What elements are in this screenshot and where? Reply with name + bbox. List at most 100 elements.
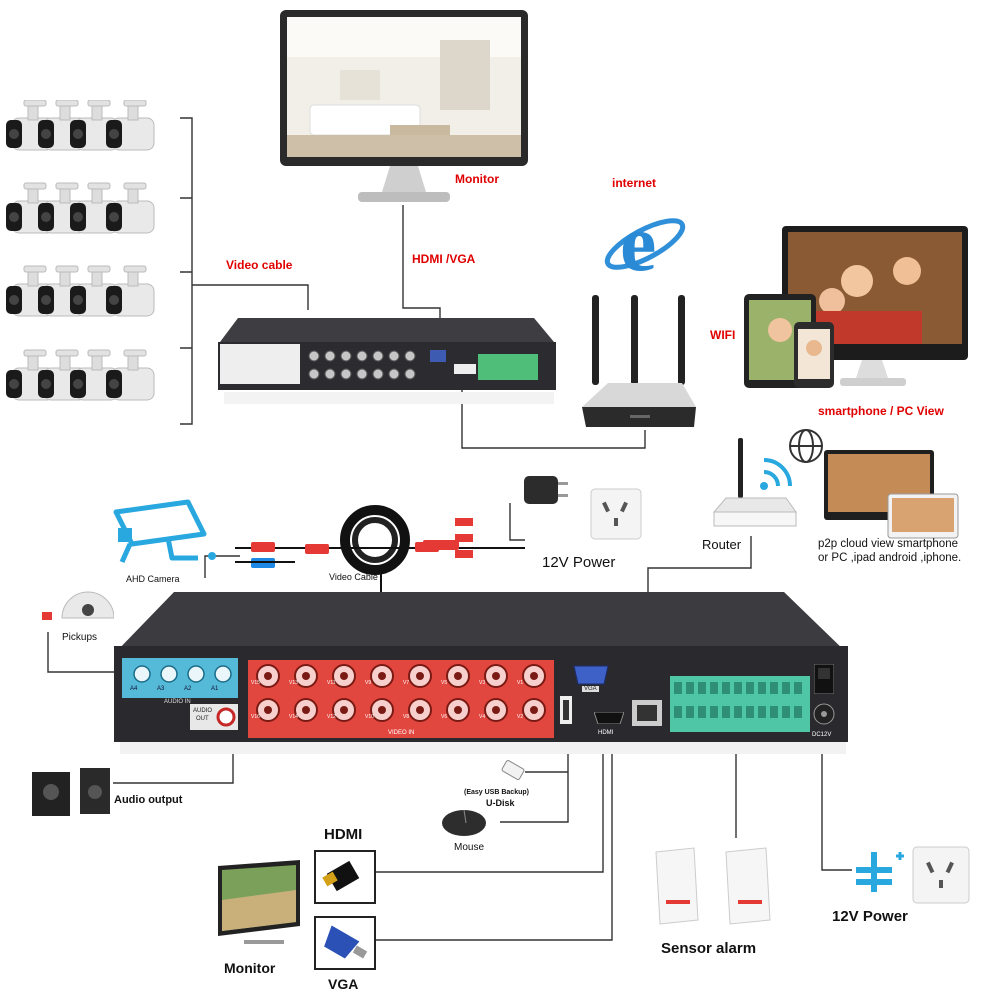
audio-out-jack xyxy=(216,707,236,727)
bnc-center-pin xyxy=(530,706,538,714)
ahd-camera-label: AHD Camera xyxy=(126,574,180,584)
power-switch-icon xyxy=(814,664,834,694)
pir-sensor-icon xyxy=(655,847,771,925)
audio-out-box: AUDIO OUT xyxy=(190,704,238,730)
internet-label: internet xyxy=(612,176,657,190)
power-12v-label-top: 12V Power xyxy=(542,554,616,571)
internet-explorer-icon: e xyxy=(604,198,686,288)
power-line xyxy=(821,722,852,871)
monitor-icon xyxy=(280,10,528,202)
audio-output-label: Audio output xyxy=(114,794,183,806)
smartphone-pc-view-label: smartphone / PC View xyxy=(818,404,944,418)
hdmi-port-label: HDMI xyxy=(598,730,614,736)
dc-jack-icon xyxy=(813,703,835,725)
vga-port-icon xyxy=(573,665,609,685)
hdmi-line xyxy=(375,738,604,873)
bnc-channel-label: V13 xyxy=(289,680,298,686)
bnc-center-pin xyxy=(492,706,500,714)
bnc-center-pin xyxy=(378,706,386,714)
bnc-center-pin xyxy=(454,672,462,680)
ahd-camera-icon xyxy=(113,499,216,564)
bnc-channel-label: V3 xyxy=(479,680,485,686)
monitor-label-top: Monitor xyxy=(455,172,499,186)
bnc-channel-label: V11 xyxy=(327,680,336,686)
svg-text:e: e xyxy=(620,198,656,288)
wifi-signal-icon xyxy=(760,429,823,490)
bnc-center-pin xyxy=(340,706,348,714)
bnc-channel-label: V4 xyxy=(479,714,485,720)
speakers-icon xyxy=(32,768,110,816)
bnc-center-pin xyxy=(530,672,538,680)
video-in-label: VIDEO IN xyxy=(388,730,415,736)
bnc-center-pin xyxy=(302,672,310,680)
audio-in-panel: A4 A3 A2 A1 xyxy=(122,658,238,698)
vga-cable-icon xyxy=(324,925,368,959)
bnc-center-pin xyxy=(378,672,386,680)
mouse-line xyxy=(500,735,569,823)
vga-cable-box xyxy=(314,916,376,970)
p2p-text-line1: p2p cloud view smartphone xyxy=(818,538,958,550)
hdmi-vga-label-top: HDMI /VGA xyxy=(412,252,476,266)
wifi-label: WIFI xyxy=(710,328,736,342)
bnc-center-pin xyxy=(416,706,424,714)
pickup-microphone-icon xyxy=(42,591,114,620)
sensor-alarm-label: Sensor alarm xyxy=(661,940,757,957)
bnc-center-pin xyxy=(264,706,272,714)
dc12v-label: DC12V xyxy=(812,732,832,738)
bnc-channel-label: V9 xyxy=(365,680,371,686)
bnc-channel-label: V6 xyxy=(441,714,447,720)
camera-bracket-line xyxy=(180,117,193,425)
vga-port-label: VGA xyxy=(582,686,599,692)
bnc-channel-label: V16 xyxy=(251,714,260,720)
bnc-channel-label: V12 xyxy=(327,714,336,720)
bullet-cameras-icon xyxy=(6,100,155,401)
usb-flash-drive-icon xyxy=(501,760,525,780)
video-cable-label-bottom: Video Cable xyxy=(329,572,378,582)
bnc-channel-label: V15 xyxy=(251,680,260,686)
bnc-channel-label: V7 xyxy=(403,680,409,686)
bnc-channel-label: V8 xyxy=(403,714,409,720)
bnc-center-pin xyxy=(454,706,462,714)
router-label: Router xyxy=(702,537,742,552)
vga-line xyxy=(375,738,613,941)
audio-in-label: AUDIO IN xyxy=(164,699,191,705)
dc-power-symbol-icon xyxy=(856,852,904,892)
wall-socket-icon xyxy=(590,488,642,540)
bnc-channel-label: V14 xyxy=(289,714,298,720)
lan-port-icon xyxy=(632,700,662,726)
hdmi-port-icon xyxy=(594,712,624,724)
bnc-channel-label: V5 xyxy=(441,680,447,686)
pc-tablet-phone-icon xyxy=(744,226,968,388)
bnc-channel-label: V10 xyxy=(365,714,374,720)
router-icon xyxy=(712,438,797,527)
wifi-router-icon xyxy=(582,295,696,427)
bnc-center-pin xyxy=(492,672,500,680)
hdmi-label: HDMI xyxy=(324,826,363,843)
monitor-label-bottom: Monitor xyxy=(224,960,276,976)
bnc-center-pin xyxy=(416,672,424,680)
hdmi-cable-box xyxy=(314,850,376,904)
bnc-channel-label: V1 xyxy=(517,680,523,686)
bnc-center-pin xyxy=(340,672,348,680)
bnc-channel-label: V2 xyxy=(517,714,523,720)
dvr-rear-panel: A4 A3 A2 A1 AUDIO IN AUDIO OUT V15 V13 V11… xyxy=(114,592,848,756)
bnc-center-pin xyxy=(302,706,310,714)
audio-in-jacks xyxy=(133,665,232,683)
usb-port-icon xyxy=(560,696,572,724)
audio-ch-a4: A4 xyxy=(130,686,138,692)
bnc-center-pin xyxy=(264,672,272,680)
dvr-top-icon xyxy=(218,318,556,404)
power-12v-label-bottom: 12V Power xyxy=(832,908,908,925)
easy-usb-label: (Easy USB Backup) xyxy=(464,789,529,796)
pickups-line xyxy=(47,632,126,673)
audio-ch-a3: A3 xyxy=(157,686,165,692)
camera-to-dvr-line xyxy=(192,284,309,310)
alarm-terminals xyxy=(674,682,802,718)
audio-ch-a1: A1 xyxy=(211,686,219,692)
hdmi-cable-icon xyxy=(322,860,360,892)
p2p-text-line2: or PC ,ipad android ,iphone. xyxy=(818,552,962,564)
wall-socket-bottom-icon xyxy=(912,846,970,904)
mouse-icon xyxy=(442,809,486,836)
